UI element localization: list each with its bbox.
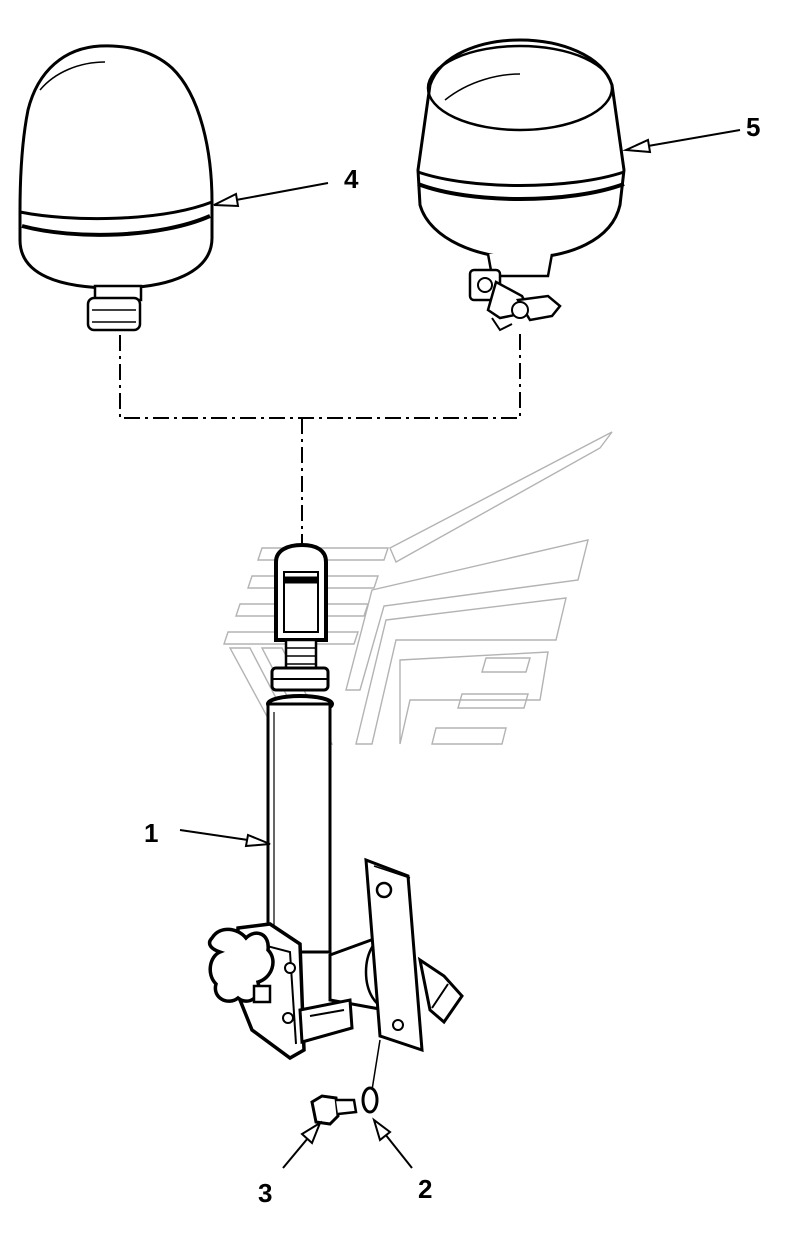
mounting-bracket-1	[207, 542, 464, 1061]
leader-lines	[179, 129, 741, 1169]
washer-2	[361, 1086, 379, 1114]
callout-4: 4	[344, 164, 359, 194]
callout-3: 3	[258, 1178, 272, 1208]
callout-5: 5	[746, 112, 760, 142]
assembly-centerlines	[119, 330, 521, 552]
fasteners	[310, 1039, 381, 1126]
callout-2: 2	[418, 1174, 432, 1204]
callout-labels: 1 2 3 4 5	[144, 112, 760, 1208]
watermark-logo	[223, 431, 613, 745]
callout-1: 1	[144, 818, 158, 848]
beacon-lamp-5	[416, 38, 626, 332]
beacon-lamp-4	[18, 44, 214, 332]
bolt-3	[310, 1094, 340, 1126]
